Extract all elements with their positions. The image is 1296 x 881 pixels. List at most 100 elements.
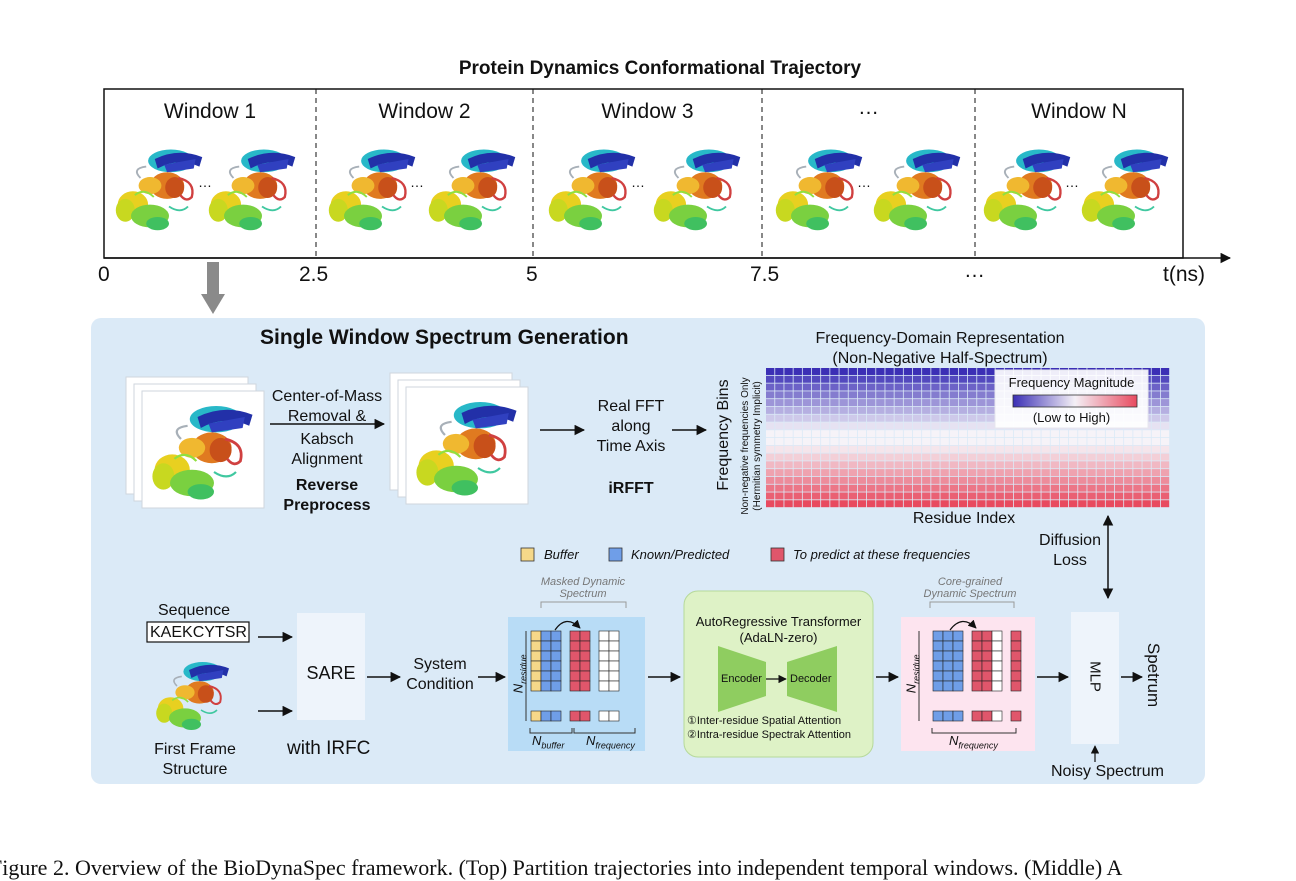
- heatmap-cell: [931, 445, 940, 453]
- heatmap-cell: [775, 391, 784, 399]
- heatmap-cell: [1151, 383, 1161, 391]
- heatmap-cell: [977, 368, 986, 375]
- heatmap-cell: [903, 492, 913, 500]
- heatmap-cell: [968, 484, 977, 492]
- heatmap-cell: [977, 438, 986, 445]
- ellipsis: …: [631, 174, 645, 190]
- heatmap-cell: [830, 422, 839, 430]
- heatmap-cell: [848, 375, 858, 383]
- heatmap-cell: [1160, 500, 1170, 508]
- spectrum-cell: [952, 650, 964, 662]
- heatmap-cell: [857, 375, 867, 383]
- heatmap-cell: [1078, 430, 1087, 438]
- ellipsis: …: [410, 174, 424, 190]
- heatmap-cell: [811, 414, 821, 422]
- heatmap-cell: [885, 406, 894, 414]
- spectrum-cell: [579, 650, 591, 662]
- heatmap-cell: [922, 461, 931, 469]
- spectrum-cell: [540, 660, 552, 672]
- heatmap-cell: [775, 399, 784, 407]
- heatmap-cell: [848, 445, 858, 453]
- heatmap-cell: [848, 383, 858, 391]
- heatmap-cell: [775, 453, 784, 461]
- time-tick: …: [964, 259, 985, 282]
- heatmap-cell: [1059, 500, 1069, 508]
- heatmap-cell: [784, 368, 793, 375]
- heatmap-cell: [867, 406, 876, 414]
- heatmap-cell: [968, 438, 977, 445]
- heatmap-cell: [977, 375, 986, 383]
- heatmap-cell: [903, 500, 913, 508]
- heatmap-cell: [811, 399, 821, 407]
- heatmap-cell: [940, 422, 949, 430]
- spectrum-cell: [540, 670, 552, 682]
- heatmap-cell: [903, 445, 913, 453]
- heatmap-cell: [1160, 438, 1170, 445]
- heatmap-cell: [839, 484, 848, 492]
- heatmap-cell: [968, 383, 977, 391]
- heatmap-cell: [922, 469, 931, 477]
- heatmap-cell: [977, 500, 986, 508]
- heatmap-cell: [903, 399, 913, 407]
- spectrum-cell: [550, 660, 562, 672]
- heatmap-cell: [766, 391, 775, 399]
- heatmap-cell: [922, 375, 931, 383]
- heatmap-cell: [958, 414, 968, 422]
- heatmap-cell: [775, 469, 784, 477]
- heatmap-cell: [793, 461, 802, 469]
- heatmap-cell: [867, 391, 876, 399]
- heatmap-cell: [821, 484, 830, 492]
- heatmap-cell: [830, 414, 839, 422]
- ellipsis: …: [1065, 174, 1079, 190]
- heatmap-cell: [1013, 492, 1023, 500]
- heatmap-cell: [811, 391, 821, 399]
- heatmap-cell: [1142, 500, 1151, 508]
- heatmap-cell: [995, 461, 1004, 469]
- heatmap-cell: [766, 375, 775, 383]
- heatmap-cell: [1078, 445, 1087, 453]
- heatmap-cell: [1114, 445, 1124, 453]
- heatmap-cell: [903, 469, 913, 477]
- heatmap-cell: [995, 430, 1004, 438]
- heatmap-cell: [802, 438, 812, 445]
- heatmap-cell: [949, 484, 959, 492]
- heatmap-cell: [811, 453, 821, 461]
- heatmap-cell: [1160, 422, 1170, 430]
- heatmap-cell: [821, 492, 830, 500]
- heatmap-cell: [977, 476, 986, 484]
- heatmap-cell: [885, 438, 894, 445]
- heatmap-cell: [793, 399, 802, 407]
- heatmap-cell: [867, 469, 876, 477]
- input-frames-stack: [125, 376, 265, 509]
- heatmap-cell: [802, 391, 812, 399]
- heatmap-cell: [784, 414, 793, 422]
- heatmap-cell: [958, 383, 968, 391]
- heatmap-cell: [1050, 500, 1060, 508]
- heatmap-cell: [949, 422, 959, 430]
- heatmap-cell: [885, 445, 894, 453]
- heatmap-cell: [766, 438, 775, 445]
- spectrum-cell: [608, 660, 620, 672]
- heatmap-cell: [894, 453, 903, 461]
- heatmap-cell: [821, 476, 830, 484]
- ellipsis: …: [198, 174, 212, 190]
- heatmap-cell: [894, 406, 903, 414]
- heatmap-cell: [811, 375, 821, 383]
- heatmap-cell: [1041, 484, 1050, 492]
- heatmap-cell: [1041, 476, 1050, 484]
- heatmap-cell: [977, 461, 986, 469]
- heatmap-cell: [784, 375, 793, 383]
- magnitude-colorbar: [1012, 394, 1138, 408]
- heatmap-cell: [830, 500, 839, 508]
- heatmap-cell: [1069, 453, 1078, 461]
- diffusion-loss-label: Loss: [1053, 552, 1087, 569]
- heatmap-cell: [912, 469, 922, 477]
- heatmap-cell: [839, 368, 848, 375]
- heatmap-cell: [876, 430, 885, 438]
- heatmap-cell: [1151, 368, 1161, 375]
- heatmap-cell: [1004, 469, 1014, 477]
- heatmap-cell: [1069, 445, 1078, 453]
- heatmap-cell: [940, 476, 949, 484]
- heatmap-cell: [958, 391, 968, 399]
- heatmap-cell: [830, 476, 839, 484]
